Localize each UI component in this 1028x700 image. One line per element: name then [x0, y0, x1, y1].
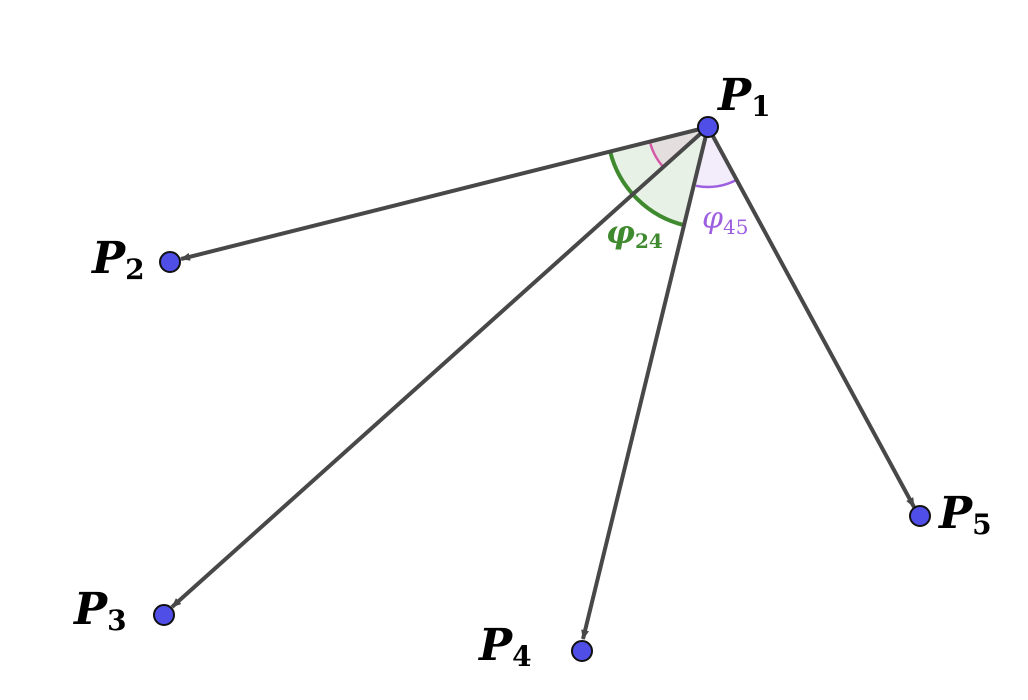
- label-p1: P1: [716, 70, 771, 123]
- label-p4: P4: [477, 620, 532, 673]
- label-p3: P3: [72, 584, 127, 637]
- point-p1[interactable]: [697, 116, 719, 138]
- point-p4[interactable]: [571, 640, 593, 662]
- vector-p1-p4: [581, 126, 710, 640]
- vector-p1-p5: [706, 126, 916, 508]
- label-p5: P5: [937, 488, 992, 541]
- vector-p1-p3: [170, 125, 710, 609]
- angle-label-phi24: φ24: [606, 213, 663, 253]
- point-p5[interactable]: [909, 505, 931, 527]
- points: [153, 116, 931, 662]
- vector-p1-p2: [180, 125, 709, 261]
- point-p3[interactable]: [153, 604, 175, 626]
- point-p2[interactable]: [159, 251, 181, 273]
- angle-label-phi45: φ45: [702, 201, 748, 239]
- label-p2: P2: [90, 233, 145, 286]
- vectors: [170, 125, 916, 640]
